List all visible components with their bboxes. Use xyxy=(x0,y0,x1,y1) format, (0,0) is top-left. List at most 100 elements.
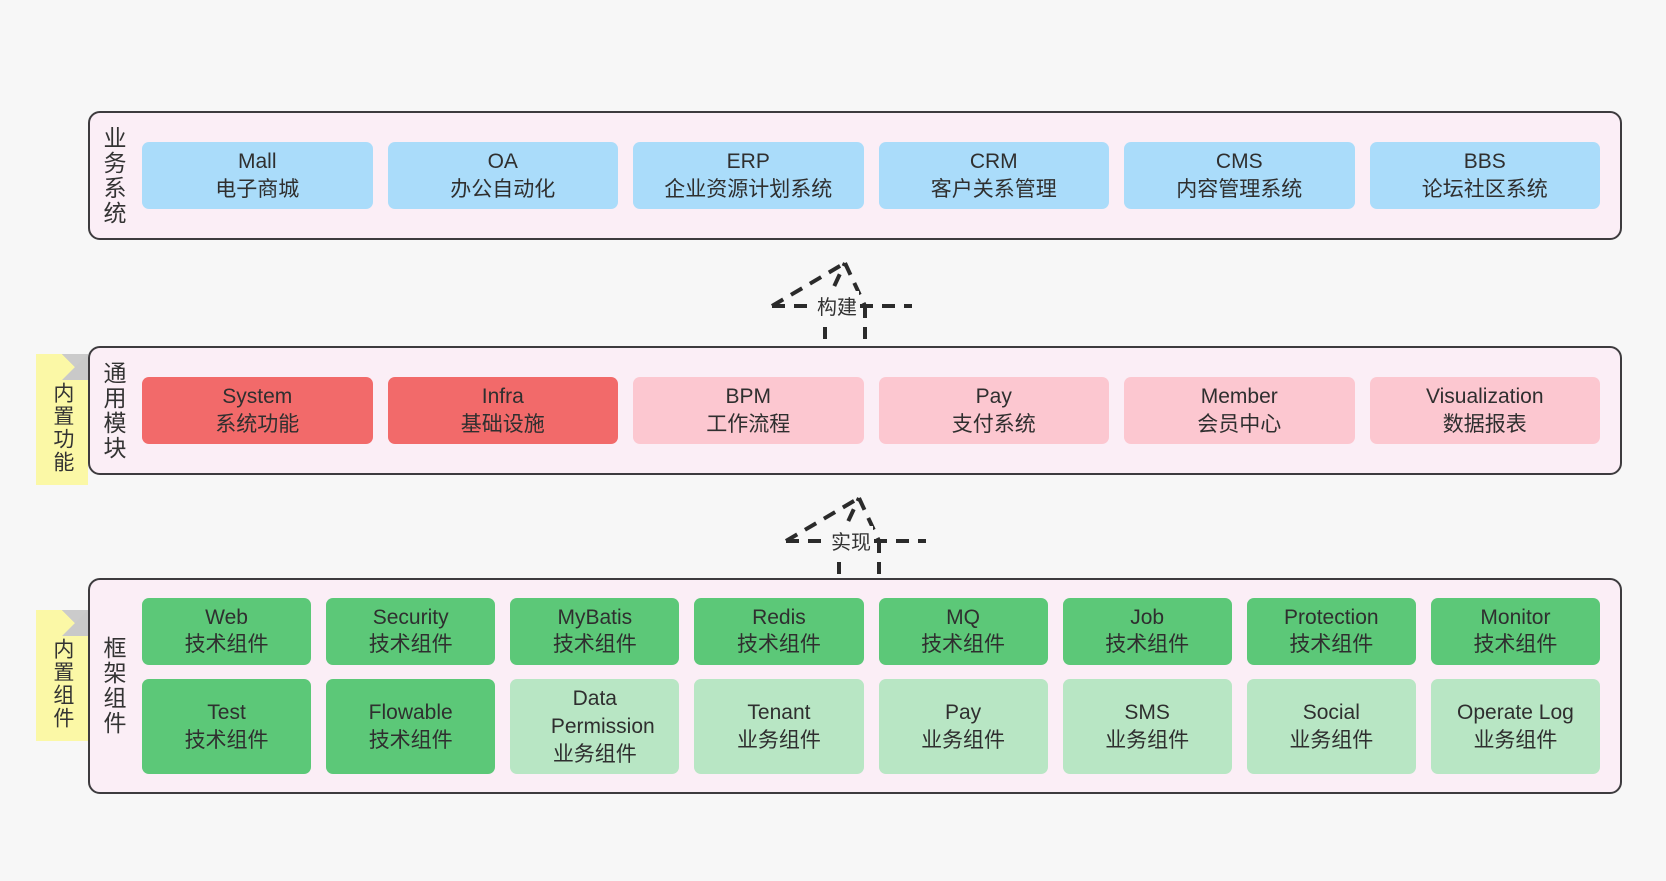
node-operate-log[interactable]: Operate Log 业务组件 xyxy=(1430,679,1600,775)
sticky-note-builtin-component: 内置组件 xyxy=(36,610,88,741)
node-subtitle: 技术组件 xyxy=(1473,633,1558,657)
node-title: CRM xyxy=(969,149,1018,173)
node-subtitle: 业务组件 xyxy=(1105,728,1190,752)
node-subtitle: 工作流程 xyxy=(706,412,791,436)
note-fold-corner-icon xyxy=(62,610,88,636)
node-subtitle: 业务组件 xyxy=(736,728,821,752)
node-title: Visualization xyxy=(1425,384,1544,408)
node-subtitle: 业务组件 xyxy=(921,728,1006,752)
node-title: Data Permission xyxy=(550,687,655,738)
connector-label-implement: 实现 xyxy=(829,526,873,555)
connector-label-build: 构建 xyxy=(815,291,859,320)
node-title: Infra xyxy=(481,384,524,408)
node-subtitle: 电子商城 xyxy=(215,177,300,201)
node-infra[interactable]: Infra 基础设施 xyxy=(387,376,618,445)
node-title: MQ xyxy=(946,605,980,629)
layer-body-business-system: Mall 电子商城 OA 办公自动化 ERP 企业资源计划系统 CRM 客户关系… xyxy=(136,113,1620,238)
node-title: SMS xyxy=(1124,701,1170,724)
node-pay-component[interactable]: Pay 业务组件 xyxy=(878,679,1048,775)
node-data-permission[interactable]: Data Permission 业务组件 xyxy=(510,679,680,775)
node-erp[interactable]: ERP 企业资源计划系统 xyxy=(633,141,864,210)
node-mall[interactable]: Mall 电子商城 xyxy=(142,141,373,210)
node-subtitle: 客户关系管理 xyxy=(930,177,1057,201)
node-mq[interactable]: MQ 技术组件 xyxy=(878,597,1048,666)
layer-label-business-system: 业务系统 xyxy=(100,125,127,226)
node-subtitle: 办公自动化 xyxy=(450,177,556,201)
note-fold-corner-icon xyxy=(62,354,88,380)
node-title: MyBatis xyxy=(557,605,633,629)
node-social[interactable]: Social 业务组件 xyxy=(1246,679,1416,775)
node-title: Tenant xyxy=(747,701,811,724)
node-test[interactable]: Test 技术组件 xyxy=(142,679,312,775)
node-title: Redis xyxy=(752,605,806,629)
node-subtitle: 技术组件 xyxy=(368,633,453,657)
node-subtitle: 会员中心 xyxy=(1197,412,1282,436)
node-title: Test xyxy=(207,701,246,724)
node-title: Social xyxy=(1302,701,1360,724)
node-visualization[interactable]: Visualization 数据报表 xyxy=(1369,376,1600,445)
node-row: System 系统功能 Infra 基础设施 BPM 工作流程 Pay 支付系统… xyxy=(142,376,1600,445)
node-cms[interactable]: CMS 内容管理系统 xyxy=(1124,141,1355,210)
arrowhead-wing-left xyxy=(784,496,861,543)
node-subtitle: 技术组件 xyxy=(921,633,1006,657)
node-oa[interactable]: OA 办公自动化 xyxy=(387,141,618,210)
node-title: Job xyxy=(1130,605,1165,629)
connector-implement: 实现 xyxy=(766,493,926,585)
node-title: BPM xyxy=(725,384,771,408)
node-system[interactable]: System 系统功能 xyxy=(142,376,373,445)
node-subtitle: 技术组件 xyxy=(736,633,821,657)
node-subtitle: 技术组件 xyxy=(552,633,637,657)
node-tenant[interactable]: Tenant 业务组件 xyxy=(694,679,864,775)
node-title: Operate Log xyxy=(1457,701,1574,724)
node-subtitle: 技术组件 xyxy=(1289,633,1374,657)
layer-label-framework-component: 框架组件 xyxy=(100,636,127,736)
node-security[interactable]: Security 技术组件 xyxy=(326,597,496,666)
node-crm[interactable]: CRM 客户关系管理 xyxy=(878,141,1109,210)
node-title: Pay xyxy=(944,701,982,724)
node-member[interactable]: Member 会员中心 xyxy=(1124,376,1355,445)
node-row: Test 技术组件 Flowable 技术组件 Data Permission … xyxy=(142,679,1600,775)
node-title: Security xyxy=(372,605,449,629)
node-subtitle: 支付系统 xyxy=(951,412,1036,436)
node-title: Flowable xyxy=(368,701,453,724)
layer-label-common-module: 通用模块 xyxy=(100,360,127,461)
node-web[interactable]: Web 技术组件 xyxy=(142,597,312,666)
node-job[interactable]: Job 技术组件 xyxy=(1062,597,1232,666)
node-mybatis[interactable]: MyBatis 技术组件 xyxy=(510,597,680,666)
node-monitor[interactable]: Monitor 技术组件 xyxy=(1430,597,1600,666)
node-redis[interactable]: Redis 技术组件 xyxy=(694,597,864,666)
node-subtitle: 数据报表 xyxy=(1442,412,1527,436)
layer-business-system: 业务系统 Mall 电子商城 OA 办公自动化 ERP 企业资源计划系统 CRM… xyxy=(88,111,1622,240)
node-title: ERP xyxy=(726,149,770,173)
node-row: Mall 电子商城 OA 办公自动化 ERP 企业资源计划系统 CRM 客户关系… xyxy=(142,141,1600,210)
layer-common-module: 通用模块 System 系统功能 Infra 基础设施 BPM 工作流程 Pay… xyxy=(88,346,1622,475)
node-row: Web 技术组件 Security 技术组件 MyBatis 技术组件 Redi… xyxy=(142,597,1600,666)
layer-framework-component: 框架组件 Web 技术组件 Security 技术组件 MyBatis 技术组件… xyxy=(88,578,1622,794)
node-title: Member xyxy=(1200,384,1278,408)
layer-body-framework-component: Web 技术组件 Security 技术组件 MyBatis 技术组件 Redi… xyxy=(136,580,1620,792)
node-subtitle: 企业资源计划系统 xyxy=(664,177,833,201)
node-subtitle: 技术组件 xyxy=(1105,633,1190,657)
node-sms[interactable]: SMS 业务组件 xyxy=(1062,679,1232,775)
node-flowable[interactable]: Flowable 技术组件 xyxy=(326,679,496,775)
note-text: 内置功能 xyxy=(50,381,74,474)
node-title: BBS xyxy=(1463,149,1506,173)
node-subtitle: 技术组件 xyxy=(368,728,453,752)
node-subtitle: 技术组件 xyxy=(184,633,269,657)
node-subtitle: 论坛社区系统 xyxy=(1421,177,1548,201)
node-title: OA xyxy=(487,149,518,173)
node-protection[interactable]: Protection 技术组件 xyxy=(1246,597,1416,666)
node-subtitle: 业务组件 xyxy=(552,742,637,766)
node-subtitle: 基础设施 xyxy=(460,412,545,436)
node-title: System xyxy=(222,384,293,408)
node-title: Web xyxy=(205,605,248,629)
connector-build: 构建 xyxy=(752,258,912,350)
node-title: Monitor xyxy=(1480,605,1551,629)
node-title: CMS xyxy=(1215,149,1263,173)
node-pay-module[interactable]: Pay 支付系统 xyxy=(878,376,1109,445)
node-bbs[interactable]: BBS 论坛社区系统 xyxy=(1369,141,1600,210)
node-bpm[interactable]: BPM 工作流程 xyxy=(633,376,864,445)
node-title: Pay xyxy=(975,384,1012,408)
arrowhead-right-edge xyxy=(857,497,881,542)
